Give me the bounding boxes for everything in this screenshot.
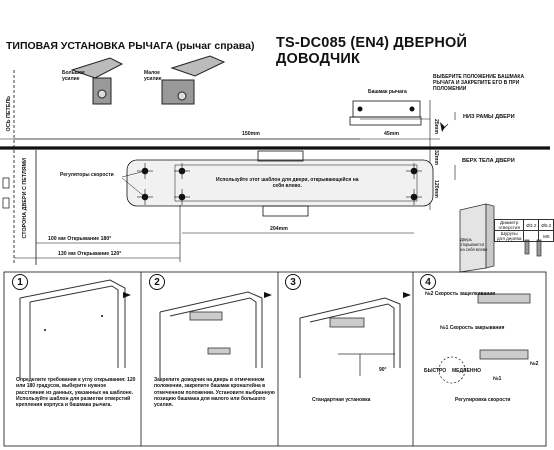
door-opens-label: Дверь открывается на себя влево [460,237,488,252]
speed-1-label: №1 Скорость закрывания [440,325,505,331]
spec-cell [523,230,540,242]
speed-2-label: №2 Скорость защелкивания [425,291,496,297]
step-4-caption: Регулировка скорости [455,397,511,403]
loop-axis-label: ОСЬ ПЕТЕЛЬ [6,96,12,132]
spec-cell: Диаметр отверстия [493,219,525,231]
hinge-side-label: СТОРОНА ДВЕРИ С ПЕТЛЯМИ [22,158,28,239]
step-1-number: 1 [12,274,28,290]
large-force-label: Большое усилие [62,70,85,82]
spec-cell: Ø5.2 [538,219,554,231]
title-left: ТИПОВАЯ УСТАНОВКА РЫЧАГА (рычаг справа) [6,40,255,52]
dim-204: 204mm [270,226,288,232]
template-text: Используйте этот шаблон для двери, откры… [216,177,359,189]
door-illustration-icon [459,203,495,273]
spec-cell: M5 [538,230,554,242]
spec-table: Диаметр отверстия Ø3.2 Ø5.2 Шурупы для д… [493,219,554,242]
choose-shoe-note: ВЫБЕРИТЕ ПОЛОЖЕНИЕ БАШМАКА РЫЧАГА И ЗАКР… [433,74,525,92]
fast-label: БЫСТРО [424,368,447,374]
step-4-number: 4 [420,274,436,290]
step-1-caption: Определите требования к углу открывания:… [16,377,136,408]
open-180-label: 100 мм Открывание 180° [48,236,112,242]
angle-label: 90° [379,367,387,373]
small-force-label: Малое усилие [144,70,162,82]
slow-label: МЕДЛЕННО [452,368,482,374]
spec-cell: Ø3.2 [523,219,540,231]
dim-25: 25mm [433,119,439,134]
screw-icon [524,239,542,257]
title-right: TS-DC085 (EN4) ДВЕРНОЙ ДОВОДЧИК [276,35,468,67]
step-2-caption: Закрепите доводчик на дверь в отмеченном… [154,377,275,408]
door-top-label: ВЕРХ ТЕЛА ДВЕРИ [462,158,515,164]
dim-45: 45mm [384,131,399,137]
lever-shoe-label: Башмак рычага [368,89,407,95]
dim-32: 32mm [433,150,439,165]
frame-bottom-label: НИЗ РАМЫ ДВЕРИ [463,114,515,120]
n1-label: №1 [493,376,502,382]
step-3-number: 3 [285,274,301,290]
dim-150: 150mm [242,131,260,137]
step-2-number: 2 [149,274,165,290]
speed-regulators-label: Регуляторы скорости [60,172,114,178]
small-force-icon [161,55,226,105]
large-force-icon [70,57,124,105]
spec-cell: Шурупы для дерева [493,230,525,242]
step-3-caption: Стандартная установка [312,397,371,403]
steps-drawing [3,271,547,447]
dim-120: 120mm [433,180,439,198]
n2-label: №2 [530,361,539,367]
open-120-label: 130 мм Открывание 120° [58,251,122,257]
installation-template-drawing [0,55,550,273]
